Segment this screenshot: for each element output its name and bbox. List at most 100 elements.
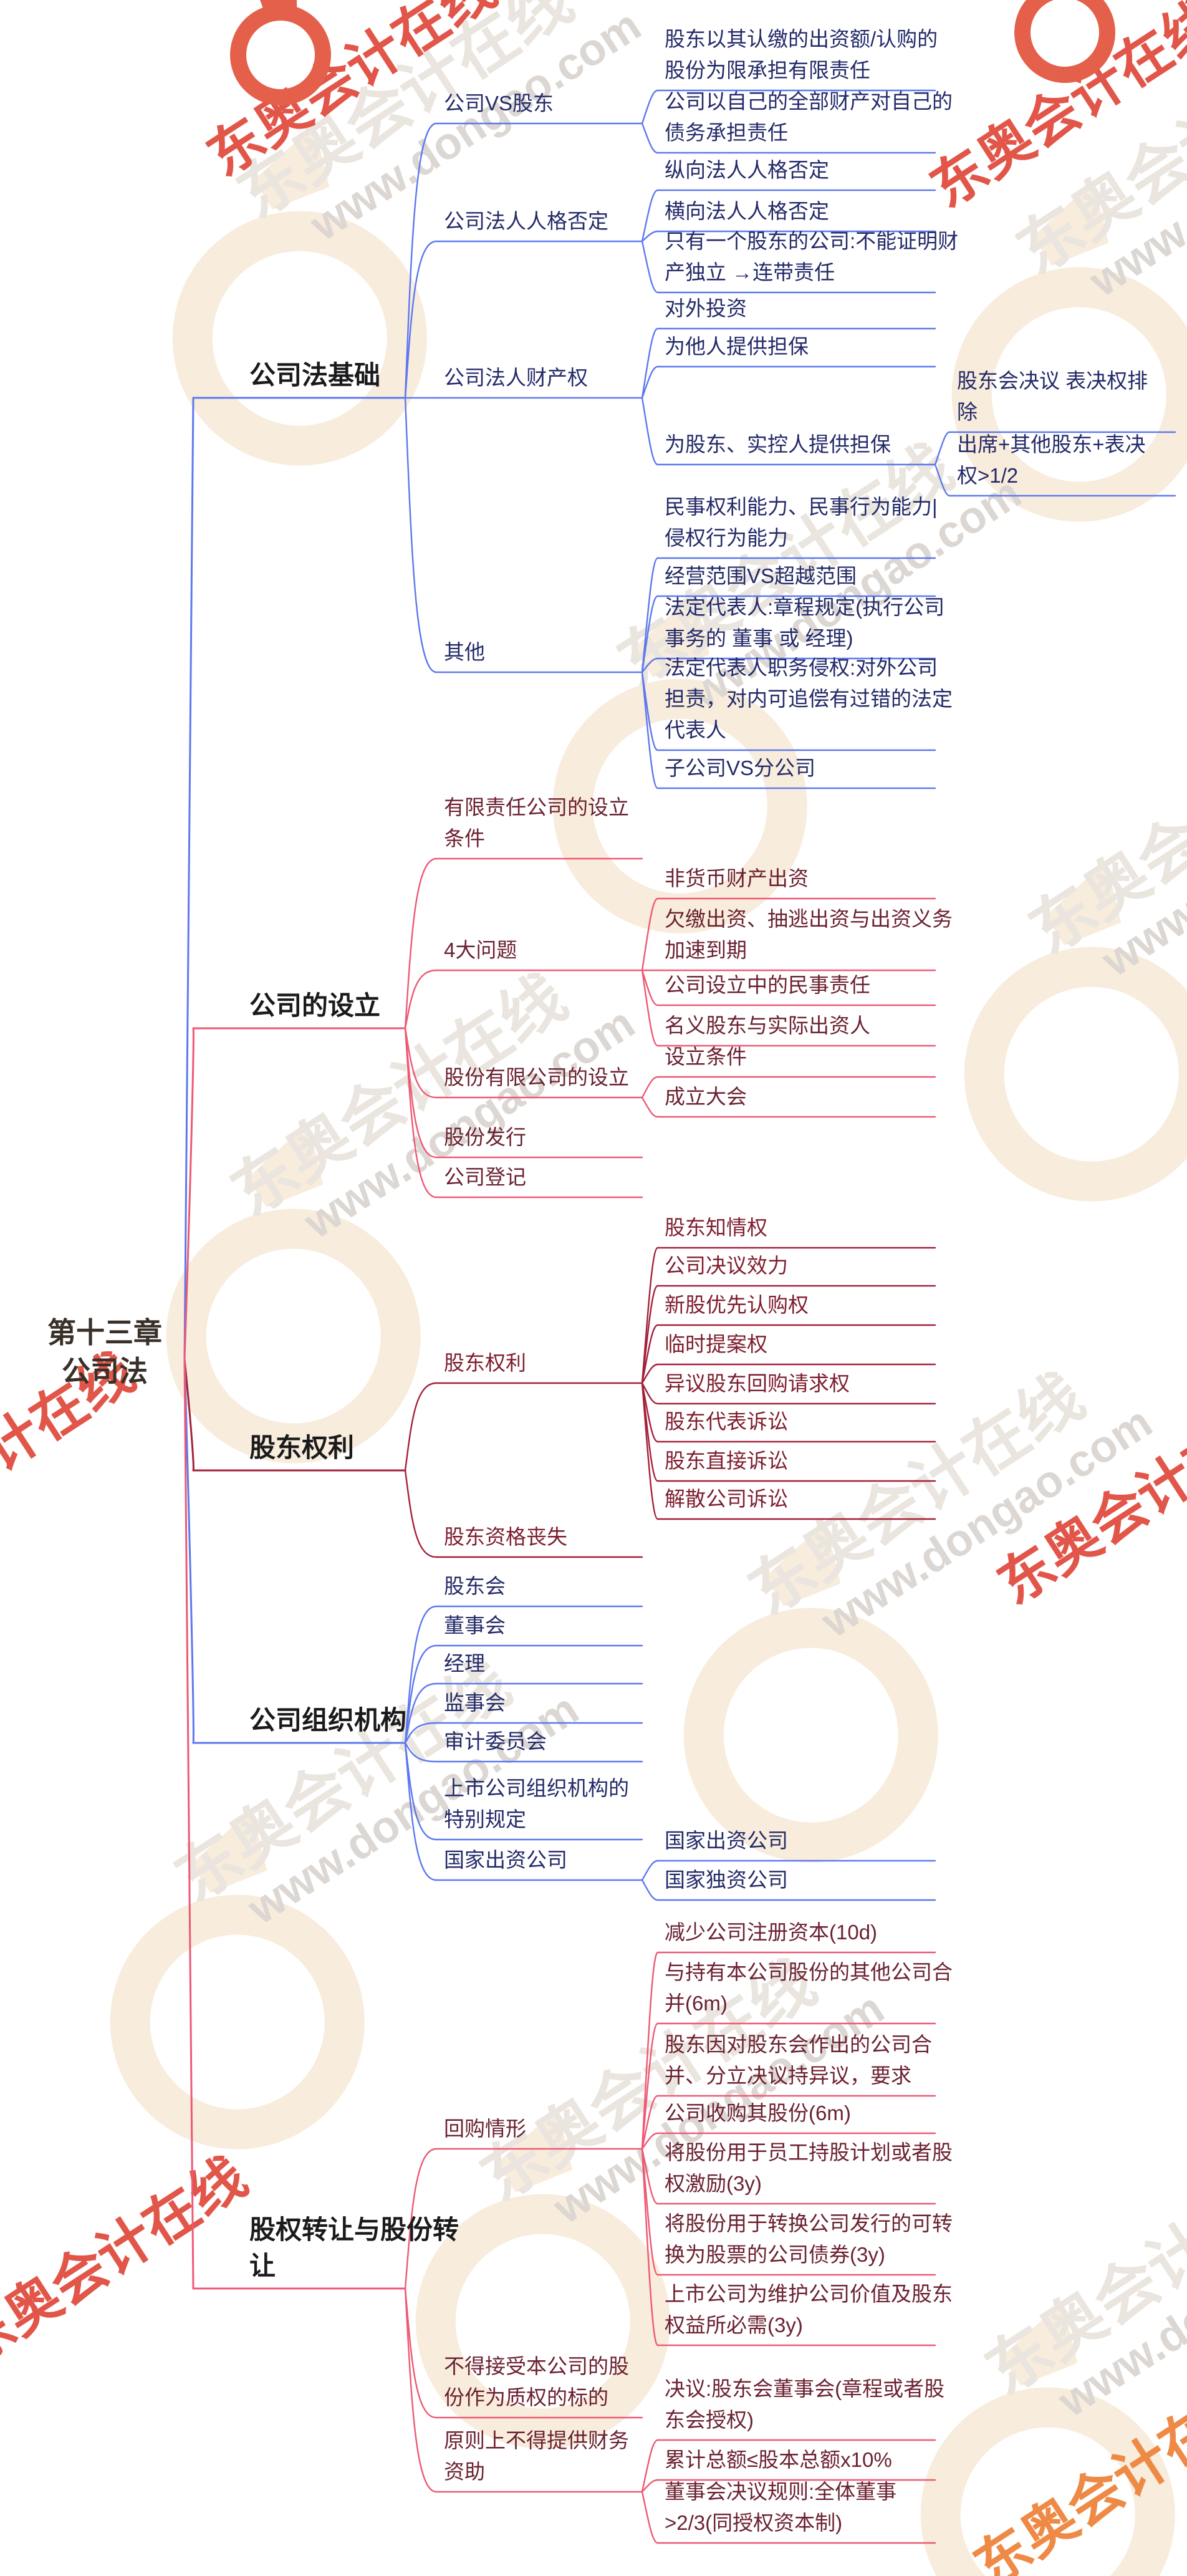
connector xyxy=(641,230,659,243)
topic-b2c2a[interactable]: 非货币财产出资 xyxy=(665,863,958,894)
topic-b5c2[interactable]: 不得接受本公司的股份作为质权的标的 xyxy=(444,2351,645,2413)
connector xyxy=(641,327,659,399)
topic-b4c1[interactable]: 股东会 xyxy=(444,1571,645,1602)
topic-b5c1c[interactable]: 股东因对股东会作出的公司合并、分立决议持异议，要求 xyxy=(665,2029,958,2091)
topic-b5[interactable]: 股权转让与股份转让 xyxy=(249,2212,459,2284)
connector xyxy=(641,1096,659,1118)
topic-b2c3b[interactable]: 成立大会 xyxy=(665,1081,958,1112)
topic-label: 成立大会 xyxy=(665,1085,747,1108)
topic-b1[interactable]: 公司法基础 xyxy=(249,357,459,393)
topic-b3c1f[interactable]: 股东代表诉讼 xyxy=(665,1406,958,1437)
connector xyxy=(641,557,659,673)
topic-b1c3c1[interactable]: 股东会决议 表决权排除 xyxy=(957,365,1163,428)
topic-b5c1f[interactable]: 将股份用于转换公司发行的可转换为股票的公司债券(3y) xyxy=(665,2208,958,2270)
topic-b3c1a[interactable]: 股东知情权 xyxy=(665,1212,958,1243)
topic-b2c2[interactable]: 4大问题 xyxy=(444,935,645,966)
topic-b2c2c[interactable]: 公司设立中的民事责任 xyxy=(665,970,958,1001)
topic-b4c7b[interactable]: 国家独资公司 xyxy=(665,1864,958,1896)
topic-b5c1g[interactable]: 上市公司为维护公司价值及股东权益所必需(3y) xyxy=(665,2279,958,2341)
topic-label: 横向法人人格否定 xyxy=(665,200,829,223)
connector xyxy=(641,1860,659,1881)
topic-b4c5[interactable]: 审计委员会 xyxy=(444,1726,645,1757)
topic-b3c1e[interactable]: 异议股东回购请求权 xyxy=(665,1368,958,1399)
topic-b1c3a[interactable]: 对外投资 xyxy=(665,293,958,324)
topic-b1c1a[interactable]: 股东以其认缴的出资额/认购的股份为限承担有限责任 xyxy=(665,24,958,86)
topic-b3c1h[interactable]: 解散公司诉讼 xyxy=(665,1483,958,1515)
topic-b4c4[interactable]: 监事会 xyxy=(444,1687,645,1719)
topic-b5c3[interactable]: 原则上不得提供财务资助 xyxy=(444,2425,645,2487)
topic-b2c2b[interactable]: 欠缴出资、抽逃出资与出资义务加速到期 xyxy=(665,904,958,966)
topic-b1c2b[interactable]: 横向法人人格否定 xyxy=(665,196,958,227)
topic-b1c2c[interactable]: 只有一个股东的公司:不能证明财产独立 →连带责任 xyxy=(665,226,964,288)
topic-b3c2[interactable]: 股东资格丧失 xyxy=(444,1522,645,1553)
topic-b3c1[interactable]: 股东权利 xyxy=(444,1348,645,1379)
connector xyxy=(641,240,659,294)
topic-b1c2[interactable]: 公司法人人格否定 xyxy=(444,206,645,237)
topic-b2c5[interactable]: 公司登记 xyxy=(444,1162,645,1193)
connector xyxy=(404,1382,438,1472)
root-topic[interactable]: 第十三章 公司法 xyxy=(47,1316,162,1387)
connector xyxy=(934,463,951,497)
topic-label: 解散公司诉讼 xyxy=(665,1487,788,1510)
topic-b1c3c2[interactable]: 出席+其他股东+表决权>1/2 xyxy=(957,429,1163,491)
topic-b4c7[interactable]: 国家出资公司 xyxy=(444,1845,645,1876)
topic-label: 公司登记 xyxy=(444,1165,526,1189)
topic-b1c2a[interactable]: 纵向法人人格否定 xyxy=(665,155,958,186)
topic-b2c1[interactable]: 有限责任公司的设立条件 xyxy=(444,792,645,854)
topic-label: 名义股东与实际出资人 xyxy=(665,1014,870,1037)
topic-b5c1b[interactable]: 与持有本公司股份的其他公司合并(6m) xyxy=(665,1957,958,2019)
topic-label: 经营范围VS超越范围 xyxy=(665,564,857,587)
topic-b5c3b[interactable]: 累计总额≤股本总额x10% xyxy=(665,2444,958,2476)
topic-b5c1e[interactable]: 将股份用于员工持股计划或者股权激励(3y) xyxy=(665,2137,958,2199)
topic-b1c1b[interactable]: 公司以自己的全部财产对自己的债务承担责任 xyxy=(665,86,958,148)
connector xyxy=(641,1285,659,1384)
topic-b5c3a[interactable]: 决议:股东会董事会(章程或者股东会授权) xyxy=(665,2373,958,2436)
topic-b2c2d[interactable]: 名义股东与实际出资人 xyxy=(665,1010,958,1041)
topic-b2c4[interactable]: 股份发行 xyxy=(444,1122,645,1153)
connector xyxy=(641,969,659,1006)
topic-b1c4c[interactable]: 法定代表人:章程规定(执行公司事务的 董事 或 经理) xyxy=(665,592,958,654)
topic-label: 公司以自己的全部财产对自己的债务承担责任 xyxy=(665,90,953,144)
topic-b1c1[interactable]: 公司VS股东 xyxy=(444,88,645,119)
connector xyxy=(641,1247,659,1384)
connector xyxy=(641,2479,659,2493)
topic-b4[interactable]: 公司组织机构 xyxy=(249,1702,459,1739)
topic-label: 纵向法人人格否定 xyxy=(665,158,829,181)
topic-b5c3c[interactable]: 董事会决议规则:全体董事>2/3(同授权资本制) xyxy=(665,2476,908,2539)
topic-b3c1c[interactable]: 新股优先认购权 xyxy=(665,1290,958,1321)
topic-label: 将股份用于转换公司发行的可转换为股票的公司债券(3y) xyxy=(665,2212,953,2266)
connector xyxy=(641,1382,659,1443)
topic-b1c3c[interactable]: 为股东、实控人提供担保 xyxy=(665,429,958,460)
topic-label: 回购情形 xyxy=(444,2117,526,2140)
topic-b3c1g[interactable]: 股东直接诉讼 xyxy=(665,1445,958,1477)
connector xyxy=(404,1027,438,1099)
topic-b5c1[interactable]: 回购情形 xyxy=(444,2113,645,2144)
topic-b1c4d[interactable]: 法定代表人职务侵权:对外公司担责，对内可追偿有过错的法定代表人 xyxy=(665,652,958,746)
topic-b3c1d[interactable]: 临时提案权 xyxy=(665,1329,958,1360)
connector xyxy=(404,1722,438,1744)
connector xyxy=(641,671,659,751)
topic-b3c1b[interactable]: 公司决议效力 xyxy=(665,1250,958,1281)
topic-b2c3[interactable]: 股份有限公司的设立 xyxy=(444,1062,645,1093)
topic-b1c4e[interactable]: 子公司VS分公司 xyxy=(665,753,958,784)
topic-b1c4a[interactable]: 民事权利能力、民事行为能力|侵权行为能力 xyxy=(665,491,958,554)
topic-b1c4[interactable]: 其他 xyxy=(444,637,645,668)
connector xyxy=(404,2287,438,2419)
topic-b4c6[interactable]: 上市公司组织机构的特别规定 xyxy=(444,1773,645,1835)
topic-b2c3a[interactable]: 设立条件 xyxy=(665,1041,958,1073)
topic-label: 上市公司组织机构的特别规定 xyxy=(444,1777,629,1831)
connector xyxy=(641,1076,659,1099)
topic-b1c3b[interactable]: 为他人提供担保 xyxy=(665,331,958,362)
topic-b4c7a[interactable]: 国家出资公司 xyxy=(665,1825,958,1856)
topic-b5c1a[interactable]: 减少公司注册资本(10d) xyxy=(665,1917,958,1948)
connector xyxy=(183,1027,195,1361)
topic-b4c2[interactable]: 董事会 xyxy=(444,1610,645,1641)
topic-b1c3[interactable]: 公司法人财产权 xyxy=(444,362,645,393)
topic-label: 新股优先认购权 xyxy=(665,1293,809,1316)
topic-b2[interactable]: 公司的设立 xyxy=(249,988,459,1024)
topic-b3[interactable]: 股东权利 xyxy=(249,1430,459,1466)
topic-b4c3[interactable]: 经理 xyxy=(444,1648,645,1679)
topic-b5c1d[interactable]: 公司收购其股份(6m) xyxy=(665,2098,958,2129)
topic-b1c4b[interactable]: 经营范围VS超越范围 xyxy=(665,561,958,592)
topic-label: 公司收购其股份(6m) xyxy=(665,2101,851,2125)
